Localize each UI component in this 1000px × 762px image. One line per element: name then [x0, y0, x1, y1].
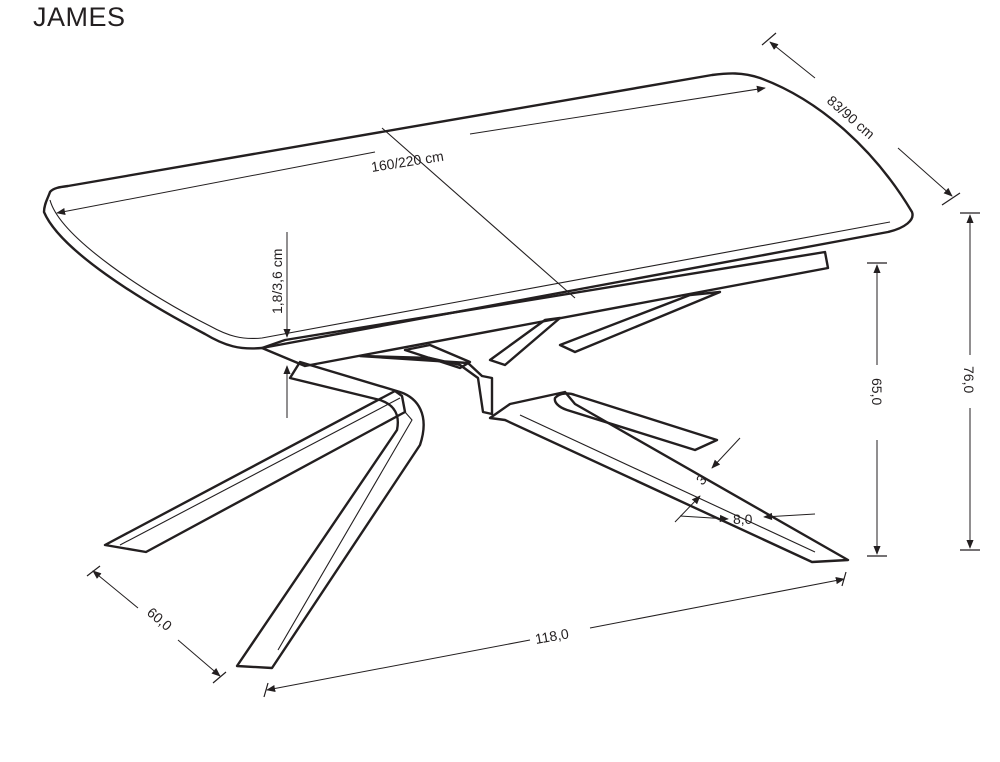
dim-total-height: 76,0 [960, 212, 980, 551]
leg-right-front [488, 390, 850, 564]
dim-leg-width-label: 8,0 [733, 511, 753, 527]
base-center-column [358, 354, 494, 416]
dim-total-height-label: 76,0 [961, 366, 977, 393]
leg-left [103, 389, 407, 554]
leg-back-left [403, 343, 472, 370]
dim-width: 83/90 cm [761, 32, 961, 206]
table-apron [260, 250, 830, 368]
dim-top-thickness: 1,8/3,6 cm [269, 232, 291, 418]
extension-seam [381, 127, 576, 299]
dim-base-height-label: 65,0 [869, 378, 885, 405]
leg-back-far-right [558, 290, 722, 354]
table-top-surface [42, 72, 914, 350]
dim-base-width-label: 60,0 [144, 604, 175, 634]
leg-right-back [553, 392, 719, 452]
table-base [103, 290, 850, 670]
table-top [42, 72, 914, 368]
leg-front-left [235, 360, 425, 670]
dim-length: 160/220 cm [56, 85, 766, 216]
dim-base-height: 65,0 [867, 262, 887, 557]
dim-base-width: 60,0 [86, 565, 227, 684]
dim-base-length-label: 118,0 [534, 625, 570, 647]
product-title: JAMES [33, 2, 126, 32]
dim-length-label: 160/220 cm [370, 148, 445, 175]
dim-base-length: 118,0 [263, 571, 847, 698]
dim-leg-width: 8,0 [679, 511, 816, 527]
dim-top-thickness-label: 1,8/3,6 cm [269, 249, 285, 314]
